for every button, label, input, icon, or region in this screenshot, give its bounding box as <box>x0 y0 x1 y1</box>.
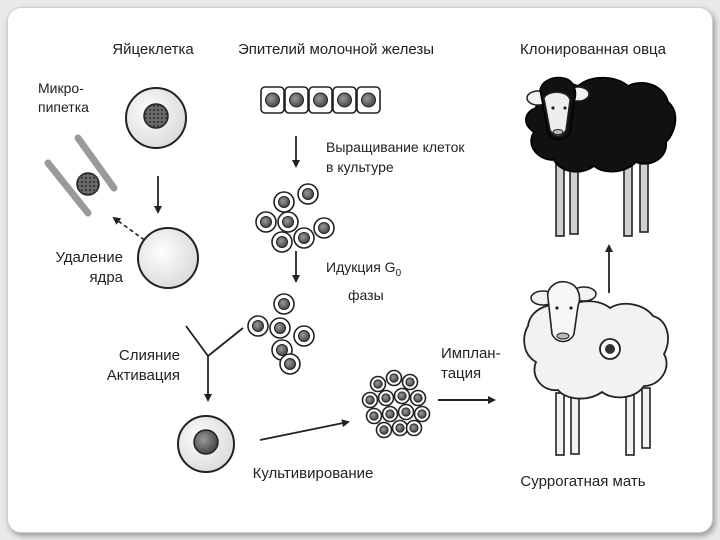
g0-cell <box>293 325 315 347</box>
label-epithelium: Эпителий молочной железы <box>238 41 434 58</box>
embryo-cell <box>401 373 419 391</box>
cloning-diagram: Яйцеклетка Микро- пипетка Удаление ядра … <box>38 41 677 490</box>
embryo-cell <box>377 389 395 407</box>
embryo-cell <box>365 407 383 425</box>
label-pipette-1: Микро- <box>38 80 84 96</box>
cloned-sheep <box>525 76 677 237</box>
embryo-cell <box>375 421 393 439</box>
label-cultivation: Культивирование <box>253 465 374 482</box>
g0-cell <box>247 315 269 337</box>
embryo-cell <box>393 387 411 405</box>
label-implantation-1: Имплан- <box>441 345 501 362</box>
label-culture-1: Выращивание клеток <box>326 139 465 155</box>
embryo-cell <box>409 389 427 407</box>
label-surrogate-mother: Суррогатная мать <box>520 473 645 490</box>
label-g0-1: Идукция G0 <box>326 259 402 279</box>
g0-cell <box>273 293 295 315</box>
arrow-cultivation <box>259 419 350 441</box>
epithelium-cell <box>260 86 285 114</box>
label-fusion-2: Активация <box>107 367 180 384</box>
embryo-cell <box>381 405 399 423</box>
culture-cell <box>313 217 335 239</box>
g0-cell-cluster <box>247 293 315 375</box>
culture-cell <box>297 183 319 205</box>
embryo-cell <box>369 375 387 393</box>
fusion-connector <box>185 325 244 402</box>
culture-cell <box>273 191 295 213</box>
epithelium-cell <box>308 86 333 114</box>
label-pipette-2: пипетка <box>38 99 89 115</box>
micropipette <box>44 134 118 217</box>
culture-cell <box>277 211 299 233</box>
slide-frame: Яйцеклетка Микро- пипетка Удаление ядра … <box>7 7 713 533</box>
epithelium-cells <box>260 86 381 114</box>
extracted-nucleus <box>76 172 100 196</box>
epithelium-cell <box>284 86 309 114</box>
label-implantation-2: тация <box>441 365 481 382</box>
culture-cell <box>293 227 315 249</box>
epithelium-cell <box>356 86 381 114</box>
label-egg: Яйцеклетка <box>112 41 194 58</box>
embryo-cell <box>413 405 431 423</box>
culture-cell <box>271 231 293 253</box>
label-g0-2: фазы <box>348 287 384 303</box>
embryo-cell <box>361 391 379 409</box>
embryo-morula <box>361 369 431 439</box>
label-enucleation-1: Удаление <box>55 249 123 266</box>
culture-cell-cluster <box>255 183 335 253</box>
g0-cell <box>269 317 291 339</box>
label-enucleation-2: ядра <box>89 269 123 286</box>
embryo-cell <box>405 419 423 437</box>
label-cloned-sheep: Клонированная овца <box>520 41 667 58</box>
egg-cell <box>125 87 187 149</box>
epithelium-cell <box>332 86 357 114</box>
embryo-cell <box>397 403 415 421</box>
fused-cell <box>177 415 235 473</box>
surrogate-sheep <box>523 280 669 456</box>
culture-cell <box>255 211 277 233</box>
label-fusion-1: Слияние <box>119 347 180 364</box>
g0-cell <box>279 353 301 375</box>
enucleated-egg <box>137 227 199 289</box>
label-culture-2: в культуре <box>326 159 394 175</box>
embryo-cell <box>385 369 403 387</box>
embryo-cell <box>391 419 409 437</box>
